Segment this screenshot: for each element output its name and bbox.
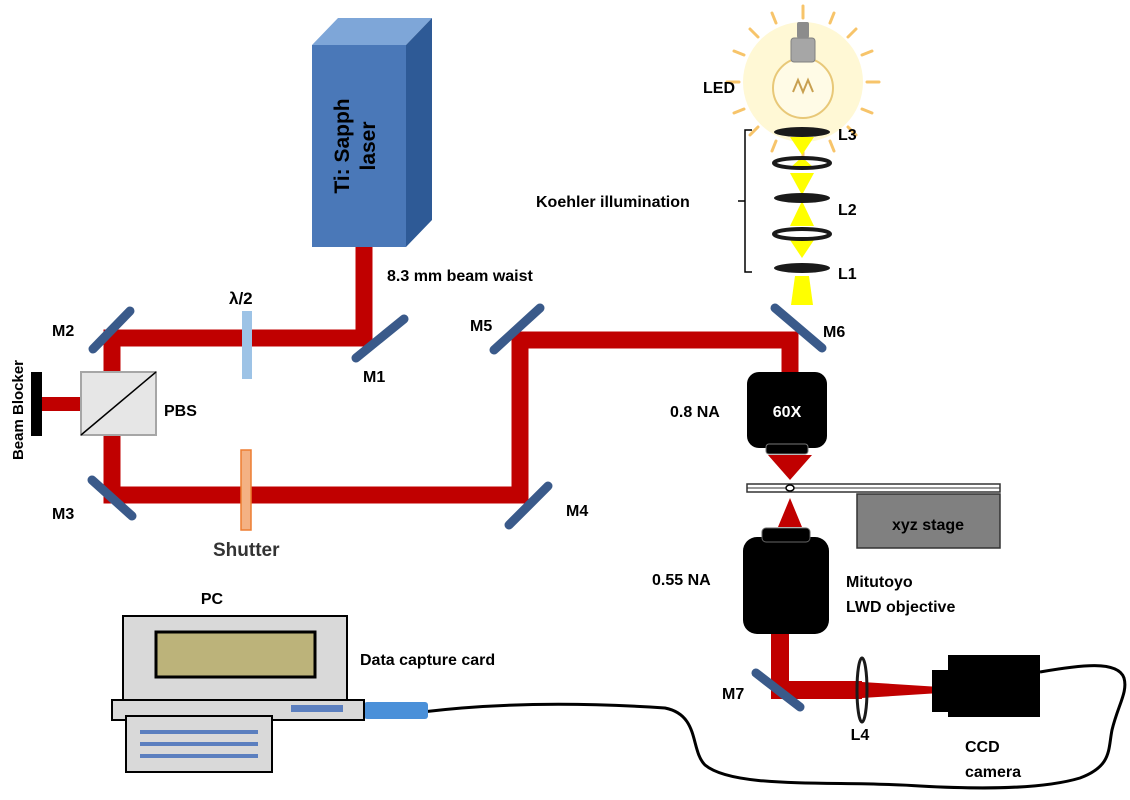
cable-connector (364, 702, 428, 719)
objective-mitutoyo (743, 527, 829, 634)
koehler-beam-4 (790, 201, 814, 226)
objective-60x-label: 60X (773, 404, 802, 421)
objective-mitutoyo-body (743, 537, 829, 634)
half-wave-plate (242, 311, 252, 379)
beam-to-ccd (862, 682, 940, 698)
objective-60x-tip (765, 443, 809, 455)
lens-l4 (855, 656, 869, 724)
na-055-label: 0.55 NA (652, 572, 711, 589)
laser-label-line1: Ti: Sapph (331, 98, 354, 193)
laser-label-line2: laser (357, 121, 380, 170)
m1-label: M1 (363, 369, 385, 386)
mitutoyo-label-line1: Mitutoyo (846, 574, 913, 591)
ccd-body (948, 655, 1040, 717)
beam-focus-lower (778, 498, 802, 527)
led-bulb-glass (772, 57, 834, 119)
mirrors (87, 303, 827, 712)
m2-label: M2 (52, 323, 74, 340)
xyz-stage (856, 493, 1001, 549)
l1-label: L1 (838, 266, 857, 283)
led-filament (792, 77, 814, 95)
pbs-diagonal (80, 371, 157, 436)
beam-to-m7 (771, 630, 862, 699)
data-card-label: Data capture card (360, 652, 495, 669)
koehler-bracket (738, 129, 752, 273)
m3-label: M3 (52, 506, 74, 523)
mirror-m2 (88, 306, 135, 354)
pc-label: PC (201, 591, 224, 608)
m5-label: M5 (470, 318, 492, 335)
koehler-light-path (790, 137, 814, 305)
pbs-label: PBS (164, 403, 197, 420)
na-08-label: 0.8 NA (670, 404, 720, 421)
led-rays (725, 4, 881, 160)
lens-l1 (774, 263, 830, 273)
ti-sapphire-laser: Ti: Sapph laser (312, 18, 432, 247)
mirror-m4 (504, 481, 553, 530)
objective-60x: 60X (747, 372, 827, 455)
sample-point (785, 484, 795, 492)
ccd-label-line2: camera (965, 764, 1021, 781)
koehler-lenses (772, 127, 832, 273)
beam-waist-label: 8.3 mm beam waist (387, 268, 534, 285)
koehler-beam-1 (790, 137, 814, 155)
pc-drive-slot (291, 705, 343, 712)
mitutoyo-label-line2: LWD objective (846, 599, 955, 616)
shutter-label: Shutter (213, 540, 280, 561)
mirror-m1 (351, 314, 409, 363)
objective-60x-body (747, 372, 827, 448)
mirror-m5 (489, 303, 545, 355)
lens-l2 (774, 193, 830, 203)
m4-label: M4 (566, 503, 588, 520)
beam-blocker (31, 372, 42, 436)
koehler-beam-2 (790, 157, 814, 168)
mirror-m7 (751, 668, 805, 712)
led-base (790, 37, 816, 63)
pc-screen (154, 630, 317, 679)
l3-label: L3 (838, 127, 857, 144)
koehler-label: Koehler illumination (536, 194, 690, 211)
laser-side-face (406, 18, 432, 247)
koehler-beam-3 (790, 173, 814, 195)
beam-main-loop (103, 240, 799, 504)
xyz-stage-label: xyz stage (892, 517, 964, 534)
mirror-m3 (87, 475, 137, 521)
laser-front-face (312, 45, 406, 247)
m7-label: M7 (722, 686, 744, 703)
beam-blocker-label: Beam Blocker (10, 360, 27, 460)
shutter (240, 449, 252, 531)
beam-focus-upper (768, 455, 812, 480)
mirror-m6 (770, 303, 827, 353)
ccd-camera-icon (932, 655, 1040, 717)
m6-label: M6 (823, 324, 845, 341)
koehler-beam-6 (791, 276, 813, 305)
l2-label: L2 (838, 202, 857, 219)
data-cable (421, 664, 1127, 790)
l4-label: L4 (851, 727, 870, 744)
lens-koehler-b (772, 227, 832, 241)
led-cap (797, 22, 809, 38)
half-wave-label: λ/2 (229, 289, 253, 308)
computer-icon (111, 615, 365, 773)
led-label: LED (703, 80, 735, 97)
lens-l3 (774, 127, 830, 137)
koehler-beam-5 (790, 240, 814, 258)
ccd-label-line1: CCD (965, 739, 1000, 756)
objective-mitutoyo-top (761, 527, 811, 543)
laser-top-face (312, 18, 432, 45)
lens-koehler-a (772, 156, 832, 170)
light-bulb-icon (725, 4, 881, 160)
polarizing-beam-splitter (80, 371, 157, 436)
